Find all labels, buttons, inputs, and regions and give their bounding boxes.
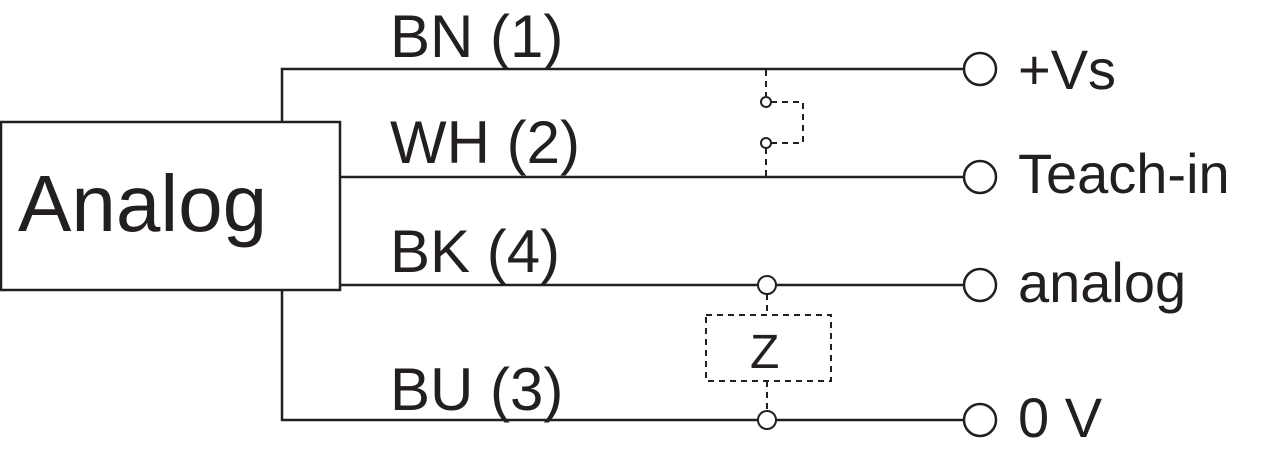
wire-bn-label: BN (1): [390, 3, 563, 70]
terminal-0v: [962, 402, 998, 438]
wire-bk-label: BK (4): [390, 218, 560, 285]
load-z: Z: [705, 275, 832, 430]
load-label: Z: [750, 326, 779, 379]
load-node-top: [757, 275, 777, 295]
terminal-analog: [962, 267, 998, 303]
wire-bu-label: BU (3): [390, 356, 563, 423]
load-box: [705, 314, 832, 382]
load-node-bottom: [757, 410, 777, 430]
wire-bu: [280, 290, 963, 422]
terminal-teach-in-label: Teach-in: [1018, 142, 1230, 205]
terminal-vs-label: +Vs: [1018, 38, 1116, 101]
terminal-teach-in: [962, 159, 998, 195]
terminal-analog-label: analog: [1018, 251, 1186, 314]
analog-module-label: Analog: [18, 159, 267, 248]
wire-bn: [280, 67, 963, 122]
wire-wh-label: WH (2): [390, 109, 580, 176]
analog-module-box: [0, 120, 342, 292]
terminal-0v-label: 0 V: [1018, 386, 1103, 449]
terminal-vs: [962, 51, 998, 87]
teach-in-switch: [760, 70, 804, 176]
